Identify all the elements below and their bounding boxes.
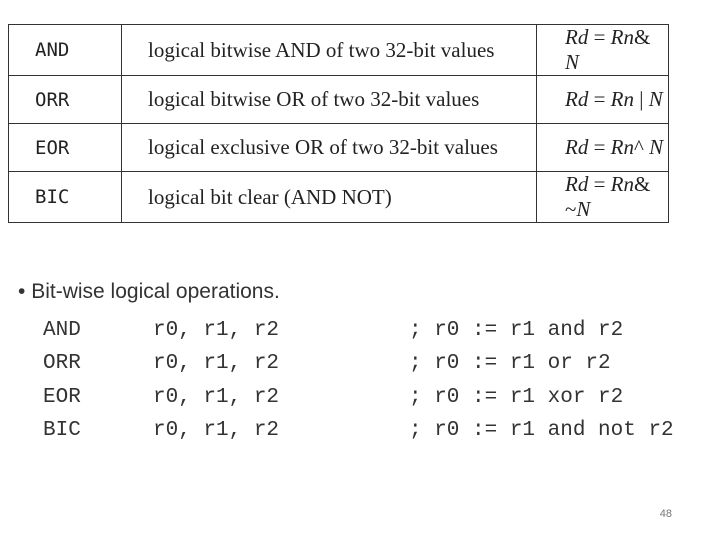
formula-cell: Rd = Rn& N bbox=[536, 24, 669, 76]
description-cell: logical exclusive OR of two 32-bit value… bbox=[121, 123, 537, 172]
mnemonic-cell: AND bbox=[8, 24, 122, 76]
table-row: EOR logical exclusive OR of two 32-bit v… bbox=[8, 123, 669, 172]
formula-operand-2: N bbox=[649, 135, 664, 159]
code-mnemonic: BIC bbox=[43, 419, 81, 442]
code-line: EOR r0, r1, r2 ; r0 := r1 xor r2 bbox=[43, 385, 623, 411]
code-mnemonic: AND bbox=[43, 319, 81, 342]
formula-cell: Rd = Rn& ~N bbox=[536, 171, 669, 223]
section-heading-text: Bit-wise logical operations. bbox=[31, 280, 280, 303]
mnemonic-cell: ORR bbox=[8, 75, 122, 124]
code-mnemonic: EOR bbox=[43, 386, 81, 409]
code-comment: ; r0 := r1 xor r2 bbox=[409, 386, 624, 409]
formula-equals: = bbox=[593, 135, 606, 159]
mnemonic-cell: BIC bbox=[8, 171, 122, 223]
description-cell: logical bit clear (AND NOT) bbox=[121, 171, 537, 223]
formula-operator: | bbox=[639, 87, 644, 111]
code-comment: ; r0 := r1 and not r2 bbox=[409, 419, 674, 442]
description-cell: logical bitwise OR of two 32-bit values bbox=[121, 75, 537, 124]
description-cell: logical bitwise AND of two 32-bit values bbox=[121, 24, 537, 76]
code-operands: r0, r1, r2 bbox=[153, 319, 280, 342]
code-mnemonic: ORR bbox=[43, 352, 81, 375]
code-comment: ; r0 := r1 and r2 bbox=[409, 319, 624, 342]
formula-equals: = bbox=[593, 87, 606, 111]
code-line: ORR r0, r1, r2 ; r0 := r1 or r2 bbox=[43, 351, 611, 377]
formula-operand-1: Rn bbox=[610, 25, 634, 49]
formula-operand-1: Rn bbox=[610, 172, 634, 196]
section-heading: • Bit-wise logical operations. bbox=[18, 280, 280, 304]
table-row: AND logical bitwise AND of two 32-bit va… bbox=[8, 24, 669, 76]
formula-operand-2: N bbox=[576, 197, 591, 221]
formula-cell: Rd = Rn^ N bbox=[536, 123, 669, 172]
formula-operator: & bbox=[634, 25, 651, 49]
formula-lhs: Rd bbox=[565, 135, 589, 159]
formula-operand-1: Rn bbox=[610, 135, 634, 159]
formula-operand-2: N bbox=[648, 87, 663, 111]
formula-operator: & ~ bbox=[565, 172, 651, 221]
mnemonic-cell: EOR bbox=[8, 123, 122, 172]
formula-cell: Rd = Rn | N bbox=[536, 75, 669, 124]
code-line: BIC r0, r1, r2 ; r0 := r1 and not r2 bbox=[43, 418, 674, 444]
code-operands: r0, r1, r2 bbox=[153, 419, 280, 442]
formula-operator: ^ bbox=[634, 135, 644, 159]
formula-operand-2: N bbox=[565, 50, 580, 74]
table-row: BIC logical bit clear (AND NOT) Rd = Rn&… bbox=[8, 171, 669, 223]
code-line: AND r0, r1, r2 ; r0 := r1 and r2 bbox=[43, 318, 623, 344]
formula-equals: = bbox=[593, 25, 606, 49]
table-row: ORR logical bitwise OR of two 32-bit val… bbox=[8, 75, 669, 124]
code-operands: r0, r1, r2 bbox=[153, 352, 280, 375]
operations-table: AND logical bitwise AND of two 32-bit va… bbox=[8, 24, 669, 223]
formula-equals: = bbox=[593, 172, 606, 196]
formula-lhs: Rd bbox=[565, 172, 589, 196]
page-number: 48 bbox=[659, 508, 672, 520]
formula-operand-1: Rn bbox=[610, 87, 634, 111]
bullet-icon: • bbox=[18, 280, 26, 303]
code-operands: r0, r1, r2 bbox=[153, 386, 280, 409]
formula-lhs: Rd bbox=[565, 87, 589, 111]
code-comment: ; r0 := r1 or r2 bbox=[409, 352, 611, 375]
formula-lhs: Rd bbox=[565, 25, 589, 49]
